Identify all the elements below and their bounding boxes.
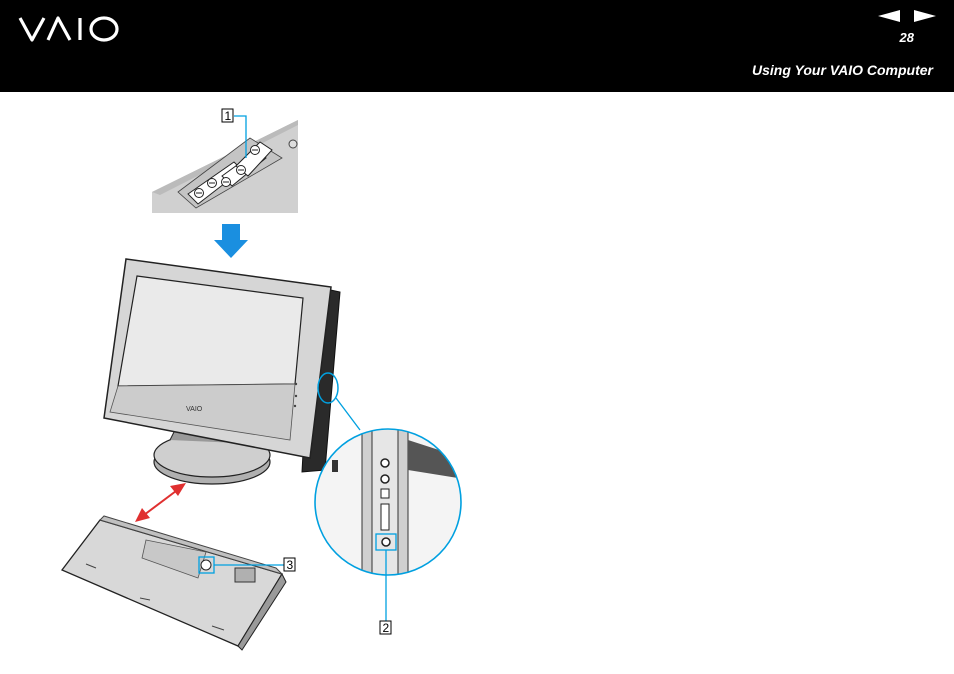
page-number: 28 [900,30,914,45]
down-arrow-icon [214,224,248,258]
callout-2-label: 2 [383,621,390,635]
double-arrow-icon [135,483,186,522]
previous-page-icon[interactable] [878,10,900,22]
next-page-icon[interactable] [914,10,936,22]
battery-compartment-detail [152,120,298,213]
vaio-logo [18,14,122,44]
keyboard [62,516,286,650]
monitor-logo: VAIO [186,406,203,413]
page-header: 28 Using Your VAIO Computer [0,0,954,92]
port-detail-zoom [310,398,470,578]
computer-illustration: 1 VAIO [0,92,954,674]
monitor: VAIO [104,259,340,472]
callout-3-label: 3 [287,558,294,572]
callout-1-label: 1 [225,109,232,123]
section-title: Using Your VAIO Computer [752,62,933,78]
